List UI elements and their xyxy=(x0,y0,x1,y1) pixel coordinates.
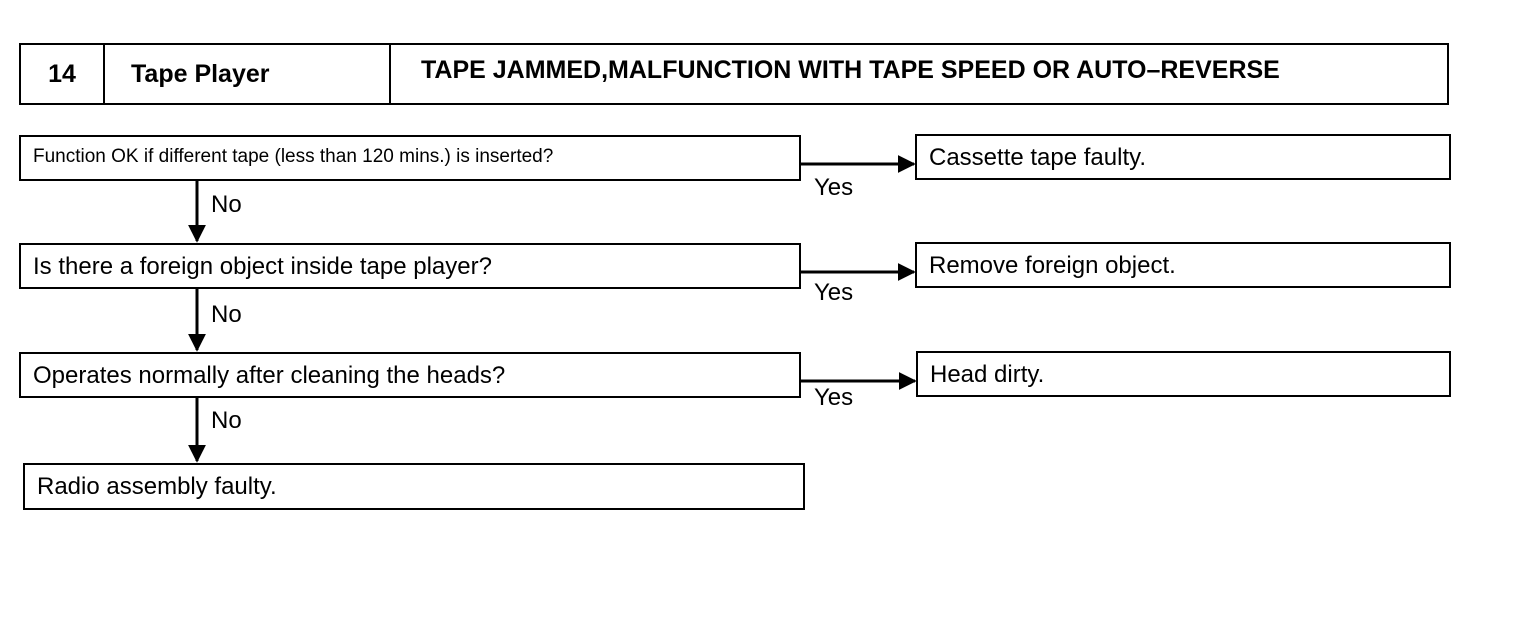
system-name: Tape Player xyxy=(105,45,391,103)
yes-label-1: Yes xyxy=(814,174,854,201)
no-label-1: No xyxy=(211,191,242,218)
question-box-3: Operates normally after cleaning the hea… xyxy=(19,352,801,398)
chart-header: 14 Tape Player TAPE JAMMED,MALFUNCTION W… xyxy=(19,43,1449,105)
final-result-box: Radio assembly faulty. xyxy=(23,463,805,510)
result-box-1: Cassette tape faulty. xyxy=(915,134,1451,180)
question-box-1: Function OK if different tape (less than… xyxy=(19,135,801,181)
yes-label-3: Yes xyxy=(814,384,854,411)
chart-number: 14 xyxy=(21,45,105,103)
problem-title: TAPE JAMMED,MALFUNCTION WITH TAPE SPEED … xyxy=(421,55,1280,84)
question-box-2: Is there a foreign object inside tape pl… xyxy=(19,243,801,289)
no-label-3: No xyxy=(211,407,242,434)
result-box-3: Head dirty. xyxy=(916,351,1451,397)
yes-label-2: Yes xyxy=(814,279,854,306)
result-box-2: Remove foreign object. xyxy=(915,242,1451,288)
no-label-2: No xyxy=(211,301,242,328)
